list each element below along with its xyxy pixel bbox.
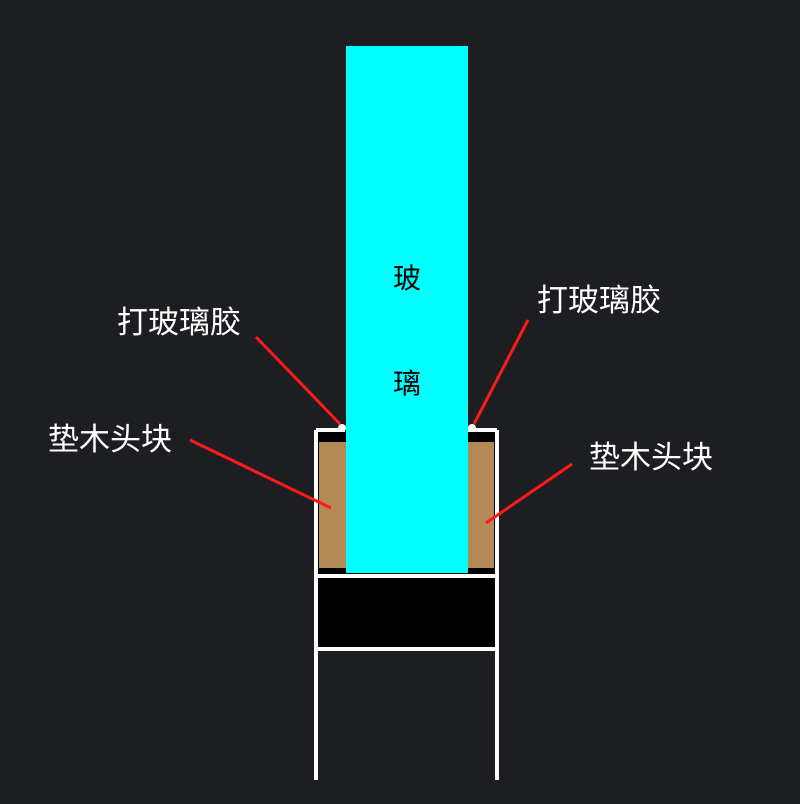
glass-label-bottom: 璃 — [393, 367, 421, 400]
leader-sealant-right — [472, 319, 530, 425]
channel-top-cap-left — [317, 430, 347, 442]
glass-label-top: 玻 — [393, 262, 421, 295]
leader-block-left — [189, 438, 332, 510]
sealant-dot-left — [338, 424, 346, 432]
channel-top-cap-right — [467, 430, 496, 442]
sealant-dot-right — [468, 424, 476, 432]
leader-sealant-left — [254, 335, 342, 426]
leader-block-right — [485, 462, 573, 525]
callout-sealant-left: 打玻璃胶 — [117, 305, 241, 341]
callout-block-left: 垫木头块 — [48, 422, 172, 458]
callout-block-right: 垫木头块 — [589, 440, 713, 476]
callout-sealant-right: 打玻璃胶 — [537, 283, 661, 319]
wood-block-right — [467, 442, 494, 568]
frame-outline — [314, 428, 499, 780]
glass-panel — [346, 46, 468, 573]
